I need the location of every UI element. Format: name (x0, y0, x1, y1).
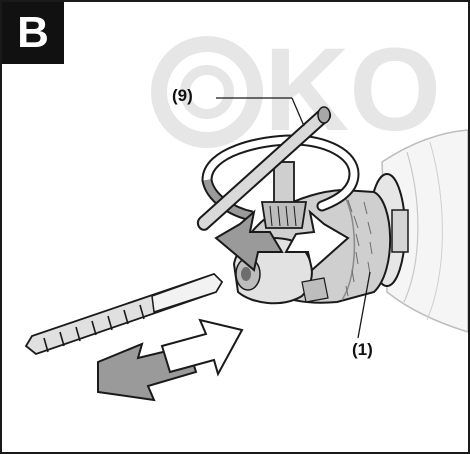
callout-label-1: (1) (352, 340, 373, 359)
drill-body (381, 129, 468, 333)
figure-badge: B (2, 2, 64, 64)
leader-lines (216, 97, 371, 339)
chuck-key (196, 106, 332, 231)
tighten-arrows (214, 209, 350, 272)
insert-arrows (97, 318, 244, 402)
callout-label-9: (9) (172, 86, 193, 105)
drill-bit (24, 272, 224, 356)
